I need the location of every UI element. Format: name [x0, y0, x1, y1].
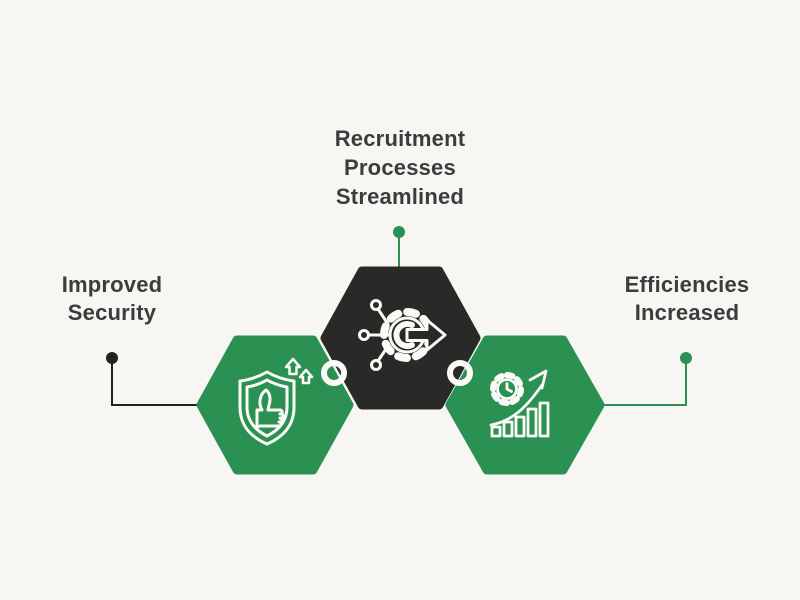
- junction-ring-right: [447, 360, 473, 386]
- shield-thumbs-up-icon: [238, 357, 314, 446]
- label-recruitment-processes-streamlined: Recruitment Processes Streamlined: [334, 126, 466, 209]
- gear-clock-growth-chart-icon: [489, 369, 550, 438]
- hexagon-recruitment-processes: [320, 266, 481, 410]
- label-efficiencies-increased: Efficiencies Increased: [624, 272, 750, 325]
- connector-line-left-vertical: [111, 358, 113, 406]
- connector-line-right-vertical: [685, 358, 687, 406]
- junction-ring-left: [321, 360, 347, 386]
- label-improved-security: Improved Security: [61, 272, 163, 325]
- connector-line-right-horizontal: [603, 404, 686, 406]
- hexagon-improved-security: [196, 335, 354, 475]
- connector-line-center: [398, 232, 400, 270]
- process-automation-gear-arrow-icon: [358, 299, 447, 371]
- connector-line-left-horizontal: [111, 404, 200, 406]
